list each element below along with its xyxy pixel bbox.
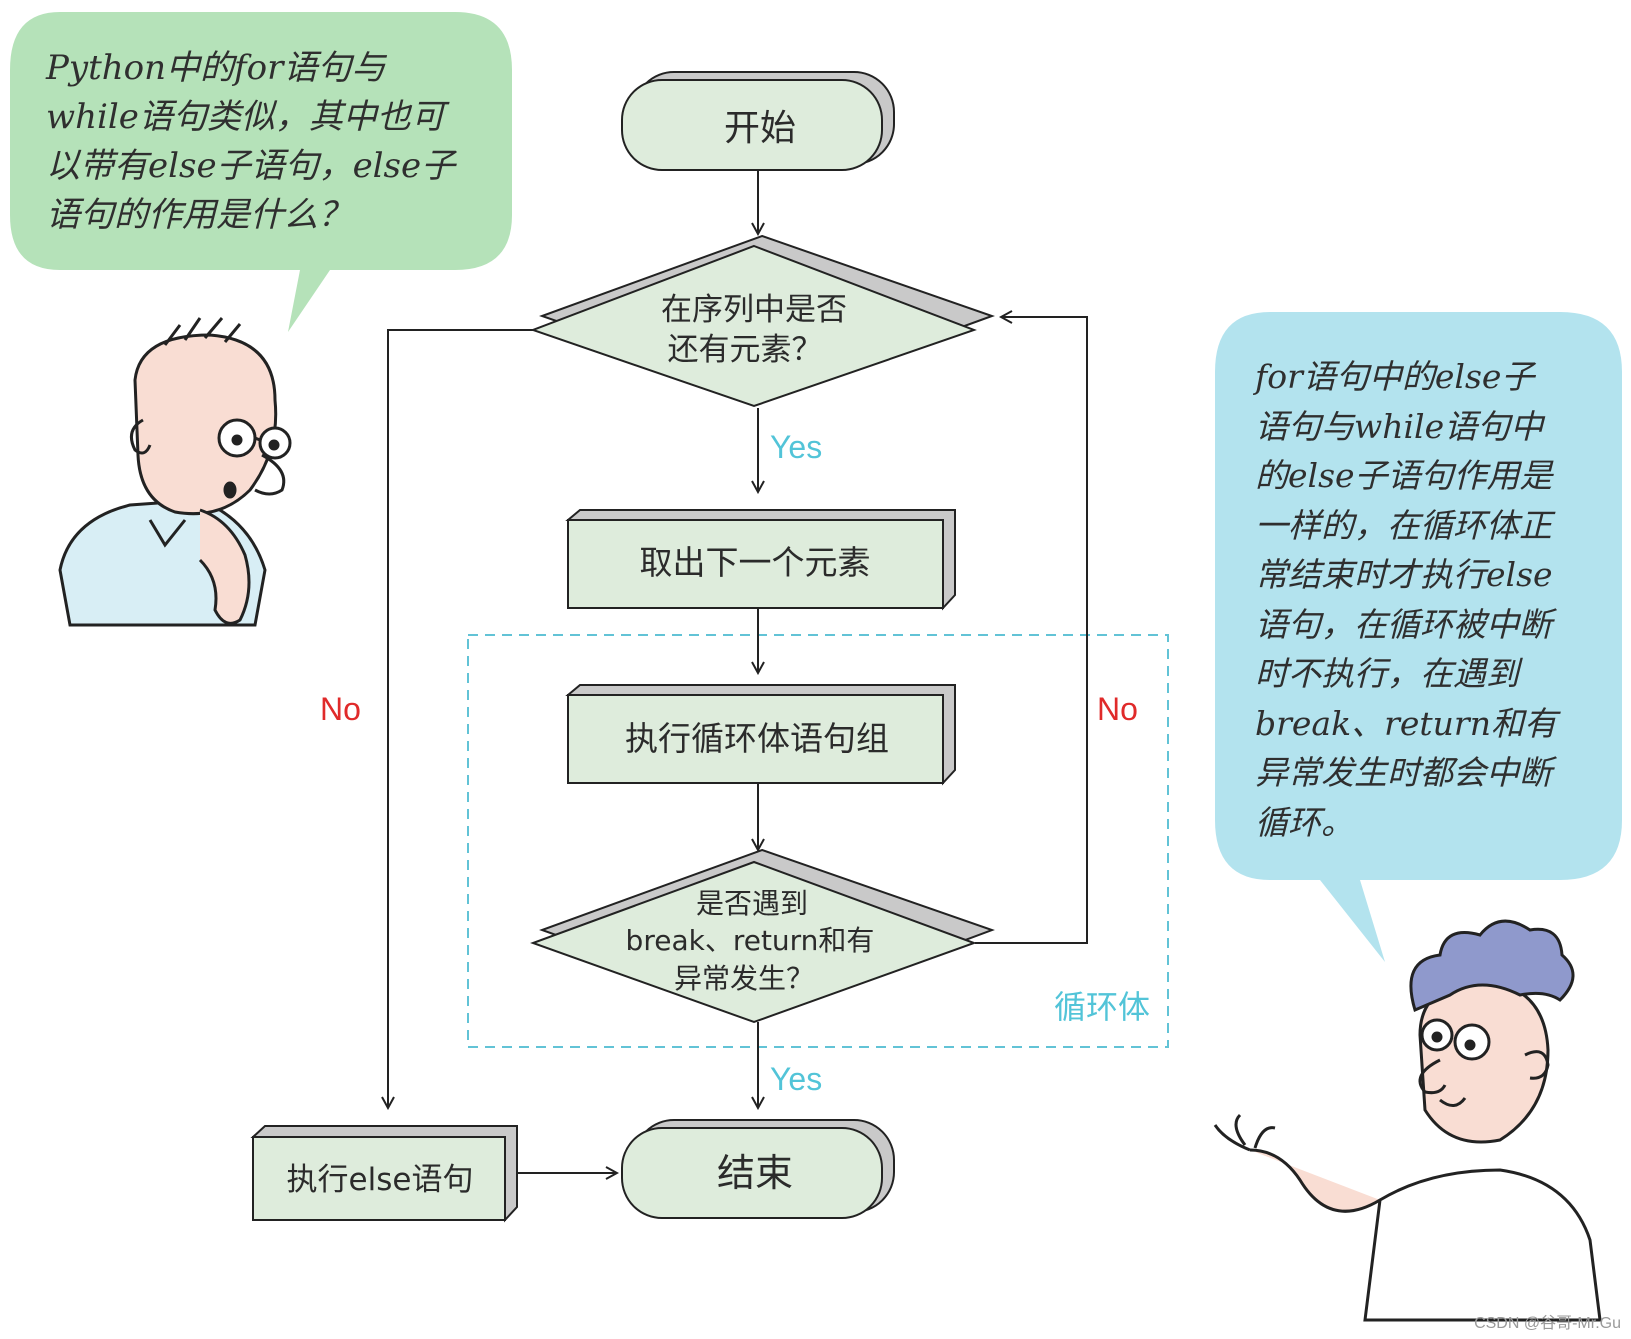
- yes-label-1: Yes: [770, 429, 822, 465]
- decision1-node: 在序列中是否 还有元素？: [530, 234, 995, 408]
- decision1-line2: 还有元素？: [668, 332, 823, 368]
- start-label: 开始: [724, 108, 796, 149]
- connectors: [388, 170, 1088, 1173]
- right-bubble-text: for语句中的else子 语句与while语句中 的else子语句作用是 一样的…: [1255, 357, 1557, 842]
- else-node: 执行else语句: [250, 1125, 518, 1223]
- watermark: CSDN @谷哥-Mr.Gu: [1474, 1315, 1621, 1332]
- start-node: 开始: [621, 71, 895, 171]
- decision2-line2: break、return和有: [626, 924, 875, 957]
- else-label: 执行else语句: [287, 1162, 474, 1198]
- end-label: 结束: [717, 1151, 793, 1195]
- right-speech-bubble: [1215, 312, 1622, 962]
- step2-node: 执行循环体语句组: [565, 684, 956, 786]
- left-bubble-text: Python中的for语句与 while语句类似，其中也可 以带有else子语句…: [46, 48, 456, 235]
- no-label-right: No: [1097, 691, 1138, 727]
- step2-label: 执行循环体语句组: [625, 719, 889, 758]
- loop-body-label: 循环体: [1054, 989, 1150, 1025]
- thinking-man-illustration: [58, 317, 292, 627]
- no-label-left: No: [320, 691, 361, 727]
- decision2-line1: 是否遇到: [696, 887, 808, 920]
- decision2-line3: 异常发生？: [674, 962, 814, 995]
- step1-node: 取出下一个元素: [565, 509, 956, 611]
- decision1-line1: 在序列中是否: [661, 292, 847, 328]
- arrow-decision2-no-loopback: [975, 317, 1088, 944]
- yes-label-2: Yes: [770, 1061, 822, 1097]
- arrow-decision1-no-to-else: [388, 329, 533, 1108]
- left-speech-bubble: [10, 12, 512, 332]
- decision2-node: 是否遇到 break、return和有 异常发生？: [530, 848, 995, 1024]
- explaining-man-illustration: [1213, 919, 1602, 1322]
- loop-body-region: [467, 634, 1169, 1048]
- step1-label: 取出下一个元素: [640, 543, 871, 582]
- end-node: 结束: [621, 1119, 895, 1219]
